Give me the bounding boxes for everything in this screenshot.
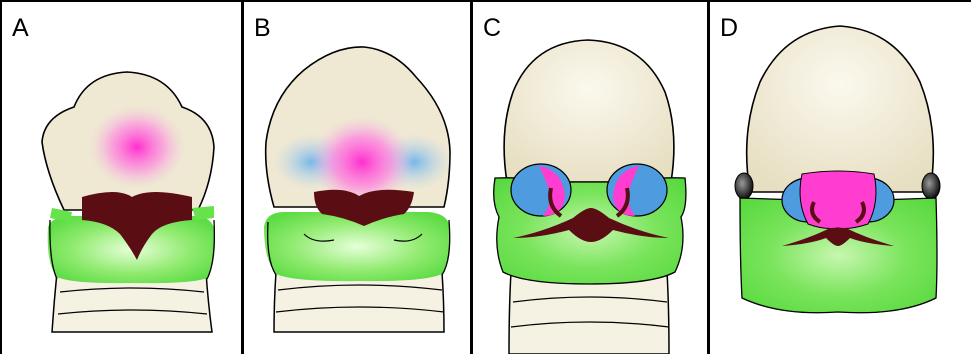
embryo-stage-d bbox=[710, 2, 971, 354]
embryo-stage-c bbox=[473, 2, 707, 354]
nasal-region bbox=[782, 171, 894, 229]
frontonasal-signal bbox=[89, 105, 185, 189]
nasal-placode-left bbox=[511, 164, 571, 216]
eye-left bbox=[735, 173, 753, 199]
eye-right bbox=[922, 173, 940, 199]
head bbox=[747, 26, 934, 192]
embryo-stage-b bbox=[244, 2, 470, 354]
nasal-placode-right bbox=[607, 164, 667, 216]
panel-b: B bbox=[244, 2, 470, 354]
panel-c: C bbox=[473, 2, 707, 354]
panel-a: A bbox=[2, 2, 241, 354]
head bbox=[504, 40, 674, 182]
embryo-stage-a bbox=[2, 2, 241, 354]
panel-d: D bbox=[710, 2, 971, 354]
